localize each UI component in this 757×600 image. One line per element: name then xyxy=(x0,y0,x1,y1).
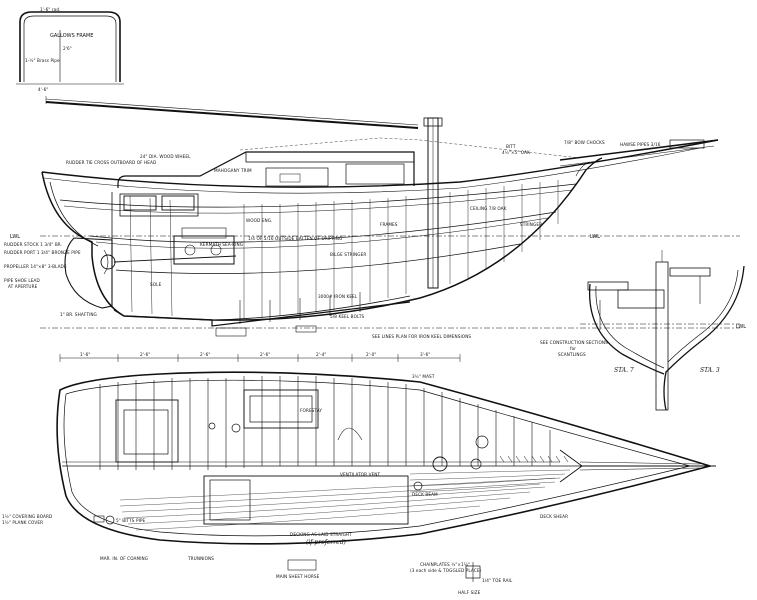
dim-4: 2'-6" xyxy=(260,352,270,357)
sections-caption-1: SEE CONSTRUCTION SECTIONS xyxy=(540,340,608,345)
label-aperture: AT APERTURE xyxy=(8,284,38,289)
label-sheer-strake: MAR. IN. OF COAMING xyxy=(100,556,148,561)
gallows-dim-left: 1-½" Brass Pipe xyxy=(25,58,60,63)
dim-3: 2'-6" xyxy=(200,352,210,357)
label-keel-bolts: 5/8 KEEL BOLTS xyxy=(330,314,364,319)
label-ventilator: 5" BITTS PIPE xyxy=(116,518,146,523)
construction-sections: LWL SEE CONSTRUCTION SECTIONS for SCANTL… xyxy=(540,250,746,411)
label-wheel: 24" DIA. WOOD WHEEL xyxy=(140,154,191,159)
label-toe: 1/4" TOE RAIL xyxy=(482,578,513,583)
label-lines-plan: SEE LINES PLAN FOR IRON KEEL DIMENSIONS xyxy=(372,334,471,339)
dim-2: 2'-6" xyxy=(140,352,150,357)
label-foredeck: DECK SHEAR xyxy=(540,514,568,519)
label-propeller: PROPELLER 14"×8" 3-BLADE xyxy=(4,264,67,269)
label-covering-board: 1½" COVERING BOARD xyxy=(2,514,52,519)
label-deck-note-1: DECKING AS LAID STRAIGHT xyxy=(290,532,352,537)
label-frames: FRAMES xyxy=(380,222,398,227)
gallows-dim-mid: 2'6" xyxy=(63,46,72,51)
label-wood-eng: WOOD ENG. xyxy=(246,218,273,223)
sections-caption-3: SCANTLINGS xyxy=(558,352,586,357)
gallows-title: GALLOWS FRAME xyxy=(50,33,93,39)
label-trim: TRUNNIONS xyxy=(187,556,214,561)
station-3-label: STA. 3 xyxy=(700,367,720,374)
station-7-label: STA. 7 xyxy=(614,367,634,374)
label-sole: SOLE xyxy=(150,282,162,287)
gallows-frame-detail: GALLOWS FRAME 1'-6" rad. 1-½" Brass Pipe… xyxy=(16,7,124,92)
label-ballast: 3000# IRON KEEL xyxy=(318,294,358,299)
gallows-dim-base: 4'-6" xyxy=(38,87,48,92)
dim-1: 1'-6" xyxy=(80,352,90,357)
label-hawse: HAWSE PIPES 3/16 xyxy=(620,142,661,147)
label-bilge: BILGE STRINGER xyxy=(330,252,366,257)
profile-lwl-left: LWL xyxy=(10,234,20,240)
label-dripping: 1/4 OF 5/16 OUTSIDE BATTEN OF DRIPPING xyxy=(248,236,342,241)
label-chainplates-2: (3 each side & TOGGLED PLACE) xyxy=(410,568,482,573)
label-main-sheet: MAIN SHEET HORSE xyxy=(276,574,320,579)
label-bitt: BITT xyxy=(506,144,516,149)
label-chainplates-1: CHAINPLATES ½"×1¼" xyxy=(420,562,470,567)
label-pipe-shoe: PIPE SHOE LEAD xyxy=(4,278,40,283)
label-hatch: VENTILATOR VENT xyxy=(340,472,381,477)
label-stringer: STRINGER xyxy=(520,222,542,227)
label-stanchion: DECK BEAM xyxy=(412,492,438,497)
label-rudder-stock: RUDDER STOCK 1 3/4" BR. xyxy=(4,242,62,247)
dim-7: 3'-6" xyxy=(420,352,430,357)
label-plank-cover: 1½" PLANK COVER xyxy=(2,520,43,525)
label-ceiling: CEILING 7/8 OAK xyxy=(470,206,507,211)
sections-lwl: LWL xyxy=(736,324,746,330)
label-deck-note-2: (if preferred) xyxy=(306,539,347,546)
sections-caption-2: for xyxy=(570,346,576,351)
profile-view: LWL LWL RUDDER TIE CROSS OUTBOARD OF HEA… xyxy=(4,96,740,339)
gallows-dim-top: 1'-6" rad. xyxy=(40,7,61,12)
label-kermath: KERMATH SEA-KING xyxy=(200,242,243,247)
profile-lwl-right: LWL xyxy=(590,234,600,240)
label-half-size: HALF SIZE xyxy=(458,590,481,595)
label-mahogany: MAHOGANY TRIM xyxy=(214,168,252,173)
label-bitt-dim: 4½"×5" OAK xyxy=(502,150,530,155)
label-rudder-tie: RUDDER TIE CROSS OUTBOARD OF HEAD xyxy=(66,160,156,165)
label-bow-chocks: 7/8" BOW CHOCKS xyxy=(564,140,605,145)
label-shafting: 1" BR. SHAFTING xyxy=(60,312,97,317)
dim-5: 2'-4" xyxy=(316,352,326,357)
label-rudder-port: RUDDER PORT 1 3/4" BRONZE PIPE xyxy=(4,250,81,255)
dim-6: 2'-0" xyxy=(366,352,376,357)
label-mast: 3½" MAST xyxy=(412,374,435,379)
label-forestay: FORESTAY xyxy=(300,408,322,413)
deck-plan-view: 1'-6" 2'-6" 2'-6" 2'-6" 2'-4" 2'-0" 3'-6… xyxy=(2,352,716,595)
